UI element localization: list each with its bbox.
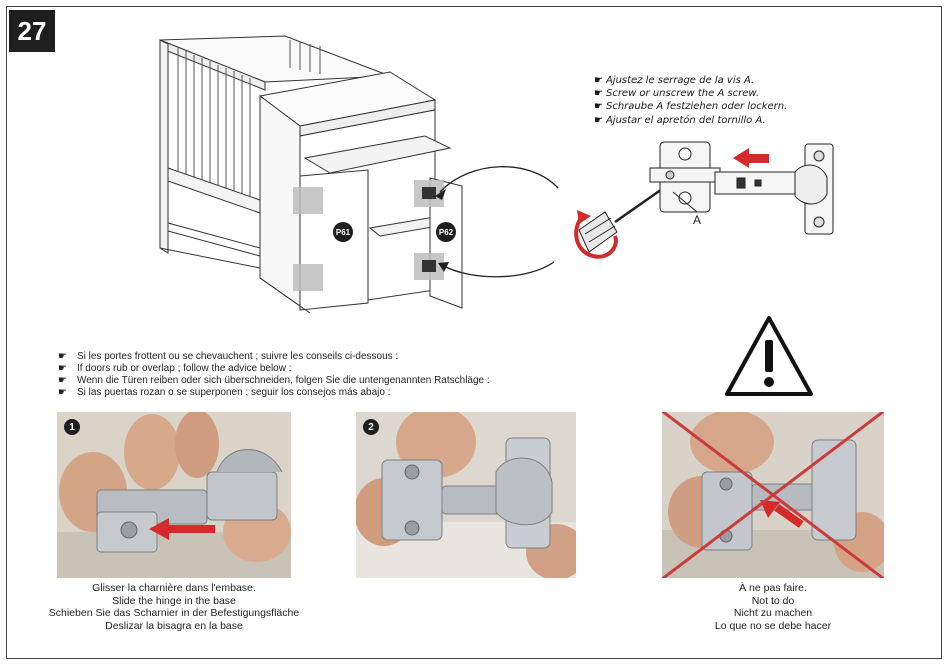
warning-icon <box>725 316 813 396</box>
crib-drawing: P61 P62 <box>159 35 463 313</box>
panel-p62-marker <box>436 222 456 242</box>
pointing-hand-icon: ☛ <box>58 351 67 362</box>
screw-a-label: A <box>693 213 701 227</box>
pointing-hand-icon: ☛ <box>594 101 603 113</box>
pointing-hand-icon: ☛ <box>58 375 67 386</box>
screw-instructions: ☛Ajustez le serrage de la vis A. ☛Screw … <box>594 74 787 127</box>
pointing-hand-icon: ☛ <box>594 114 603 126</box>
screw-instruction-en: ☛Screw or unscrew the A screw. <box>594 88 760 100</box>
advice-es: ☛Si las puertas rozan o se superponen ; … <box>58 387 391 398</box>
photo-hinge-inserted: 2 <box>356 412 576 578</box>
photo-1-drawing <box>57 412 291 578</box>
photo-3-drawing <box>662 412 884 578</box>
caption-correct: Glisser la charnière dans l'embase. Slid… <box>48 582 300 632</box>
advice-en: ☛If doors rub or overlap ; follow the ad… <box>58 363 292 374</box>
photo-number-badge: 2 <box>363 419 379 435</box>
screw-instruction-de: ☛Schraube A festziehen oder lockern. <box>594 101 788 113</box>
photo-2-drawing <box>356 412 576 578</box>
panel-p61-label: P61 <box>336 228 351 237</box>
advice-fr: ☛Si les portes frottent ou se chevauchen… <box>58 351 399 362</box>
photo-slide-hinge: 1 <box>57 412 291 578</box>
panel-p62-label: P62 <box>439 228 454 237</box>
curved-arrow-top <box>439 166 559 193</box>
pointing-hand-icon: ☛ <box>594 88 603 100</box>
photo-wrong-method <box>662 412 884 578</box>
screw-instruction-fr: ☛Ajustez le serrage de la vis A. <box>594 75 755 86</box>
photo-number-badge: 1 <box>64 419 80 435</box>
pointing-hand-icon: ☛ <box>58 363 67 374</box>
pointing-hand-icon: ☛ <box>594 75 603 86</box>
advice-de: ☛Wenn die Türen reiben oder sich übersch… <box>58 375 490 386</box>
pointing-hand-icon: ☛ <box>58 387 67 398</box>
curved-arrow-bottom <box>443 261 555 278</box>
page-frame: 27 <box>6 6 942 659</box>
advice-block: ☛Si les portes frottent ou se chevauchen… <box>58 351 490 399</box>
hinge-screwdriver-drawing: A <box>574 141 834 259</box>
pointer-arrows <box>435 166 559 278</box>
step-number-badge: 27 <box>9 10 55 52</box>
caption-wrong: À ne pas faire. Not to do Nicht zu mache… <box>714 582 832 632</box>
panel-p61-marker <box>333 222 353 242</box>
screw-instruction-es: ☛Ajustar el apretón del tornillo A. <box>594 114 766 126</box>
